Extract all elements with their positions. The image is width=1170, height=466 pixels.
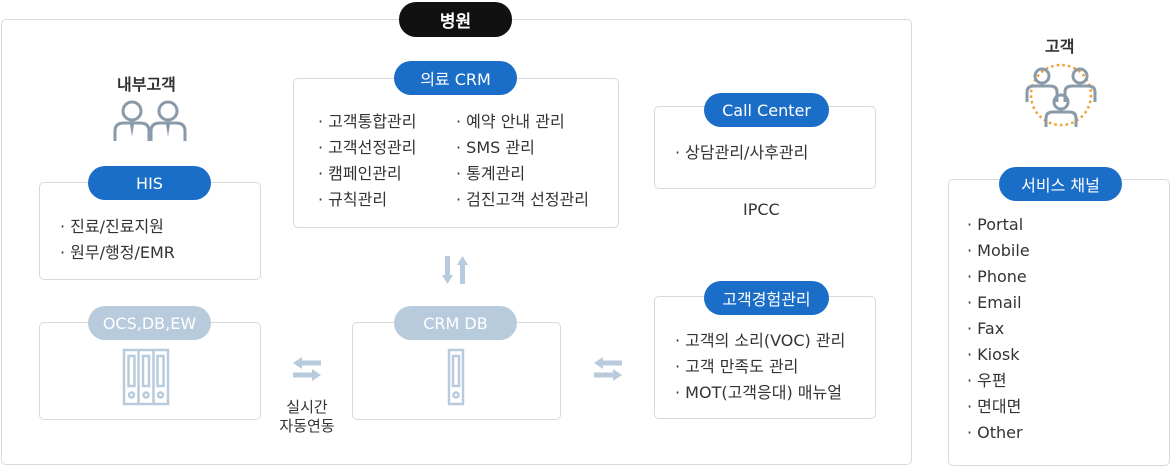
ocs-title: OCS,DB,EW: [88, 306, 211, 340]
server-rack-icon: [122, 348, 170, 406]
list-item: Phone: [967, 264, 1030, 290]
list-item: SMS 관리: [456, 135, 589, 161]
call-center-list: 상담관리/사후관리: [675, 140, 808, 166]
hospital-title: 병원: [399, 2, 512, 37]
updown-arrows-icon: [442, 256, 468, 284]
service-channel-title: 서비스 채널: [999, 167, 1122, 201]
internal-customer-title: 내부고객: [117, 75, 176, 94]
server-icon: [447, 348, 465, 406]
cx-list: 고객의 소리(VOC) 관리 고객 만족도 관리 MOT(고객응대) 매뉴얼: [675, 328, 845, 406]
list-item: Other: [967, 420, 1030, 446]
list-item: 통계관리: [456, 161, 589, 187]
medical-crm-list-right: 예약 안내 관리 SMS 관리 통계관리 검진고객 선정관리: [456, 109, 589, 213]
list-item: Kiosk: [967, 342, 1030, 368]
list-item: 우편: [967, 368, 1030, 394]
staff-icon: [113, 100, 187, 141]
list-item: Portal: [967, 212, 1030, 238]
service-channel-list: Portal Mobile Phone Email Fax Kiosk 우편 면…: [967, 212, 1030, 446]
list-item: 면대면: [967, 394, 1030, 420]
list-item: 고객의 소리(VOC) 관리: [675, 328, 845, 354]
list-item: 캠페인관리: [318, 161, 417, 187]
realtime-line1: 실시간: [286, 398, 328, 416]
list-item: Email: [967, 290, 1030, 316]
realtime-line2: 자동연동: [279, 417, 335, 435]
his-list: 진료/진료지원 원무/행정/EMR: [60, 214, 175, 266]
list-item: MOT(고객응대) 매뉴얼: [675, 380, 845, 406]
sync-arrows-icon: [594, 357, 622, 381]
list-item: 고객 만족도 관리: [675, 354, 845, 380]
list-item: 상담관리/사후관리: [675, 140, 808, 166]
list-item: 원무/행정/EMR: [60, 240, 175, 266]
sync-arrows-icon: [293, 357, 321, 381]
his-title: HIS: [88, 166, 211, 200]
medical-crm-list-left: 고객통합관리 고객선정관리 캠페인관리 규칙관리: [318, 109, 417, 213]
customer-title: 고객: [1045, 37, 1075, 56]
customer-group-icon: [1025, 63, 1097, 127]
ipcc-label: IPCC: [743, 200, 780, 219]
list-item: 고객선정관리: [318, 135, 416, 161]
call-center-title: Call Center: [704, 93, 829, 127]
list-item: 검진고객 선정관리: [456, 187, 589, 213]
list-item: Fax: [967, 316, 1030, 342]
cx-title: 고객경험관리: [704, 281, 829, 315]
list-item: Mobile: [967, 238, 1029, 264]
list-item: 규칙관리: [318, 187, 417, 213]
crm-db-title: CRM DB: [394, 306, 517, 340]
medical-crm-title: 의료 CRM: [394, 61, 517, 95]
list-item: 진료/진료지원: [60, 214, 175, 240]
list-item: 예약 안내 관리: [456, 109, 589, 135]
list-item: 고객통합관리: [318, 109, 416, 135]
